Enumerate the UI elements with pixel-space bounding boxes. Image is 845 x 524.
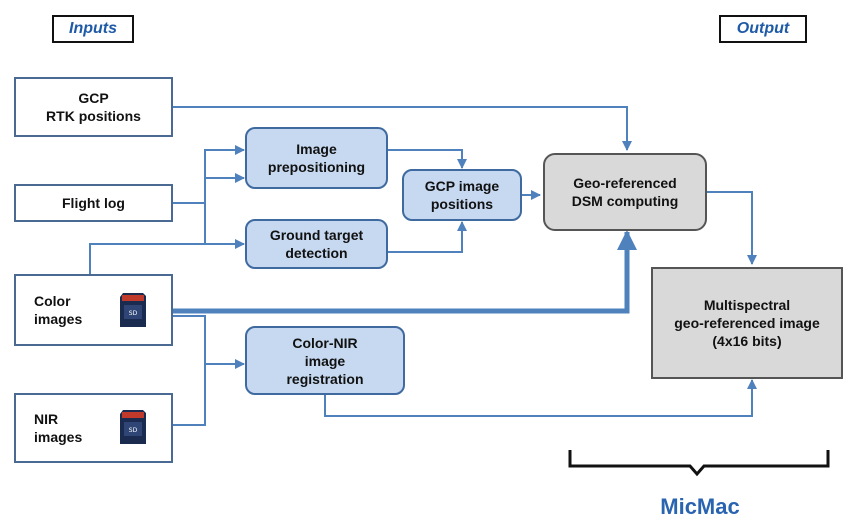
edge-ground-target-to-gcp-image <box>388 221 467 253</box>
inputs-header-label: Inputs <box>69 20 117 37</box>
edge-color-to-registration <box>173 315 245 369</box>
multispectral-output-node[interactable]: Multispectral geo-referenced image (4x16… <box>651 267 843 379</box>
gcp-image-positions-label: GCP image positions <box>424 178 500 212</box>
gcp-rtk-node[interactable]: GCP RTK positions <box>14 77 173 137</box>
edge-dsm-to-multispectral <box>707 191 757 265</box>
flight-log-label: Flight log <box>62 195 125 211</box>
nir-images-node[interactable]: NIR images <box>14 393 173 463</box>
micmac-label: MicMac <box>660 494 740 519</box>
color-images-label: Color images <box>34 293 83 327</box>
edge-gcp-to-dsm <box>173 106 632 151</box>
edge-registration-to-multispectral <box>324 379 757 417</box>
image-prepositioning-label: Image prepositioning <box>267 141 366 175</box>
sd-card-icon: SD <box>120 293 146 327</box>
color-nir-registration-node[interactable]: Color-NIR image registration <box>245 326 405 395</box>
image-prepositioning-node[interactable]: Image prepositioning <box>245 127 388 189</box>
gcp-rtk-label: GCP RTK positions <box>46 90 141 124</box>
svg-text:SD: SD <box>129 310 138 317</box>
edge-nir-to-registration <box>173 364 206 426</box>
micmac-brace <box>568 450 830 477</box>
flight-log-node[interactable]: Flight log <box>14 184 173 222</box>
color-nir-registration-label: Color-NIR image registration <box>286 334 364 387</box>
output-header-label: Output <box>736 20 790 37</box>
color-images-node[interactable]: Color images <box>14 274 173 346</box>
geo-dsm-label: Geo-referenced DSM computing <box>571 175 679 209</box>
sd-card-icon: SD <box>120 410 146 444</box>
edge-flightlog-to-prepositioning <box>173 145 245 204</box>
gcp-image-positions-node[interactable]: GCP image positions <box>402 169 522 221</box>
edge-color-to-dsm-main <box>173 230 637 314</box>
edge-prepositioning-to-gcp-image <box>388 149 467 169</box>
ground-target-detection-label: Ground target detection <box>269 227 364 261</box>
ground-target-detection-node[interactable]: Ground target detection <box>245 219 388 269</box>
svg-text:SD: SD <box>129 427 138 434</box>
nir-images-label: NIR images <box>34 411 83 445</box>
inputs-header: Inputs <box>52 15 134 43</box>
output-header: Output <box>719 15 807 43</box>
geo-dsm-node[interactable]: Geo-referenced DSM computing <box>543 153 707 231</box>
multispectral-output-label: Multispectral geo-referenced image (4x16… <box>674 297 820 349</box>
